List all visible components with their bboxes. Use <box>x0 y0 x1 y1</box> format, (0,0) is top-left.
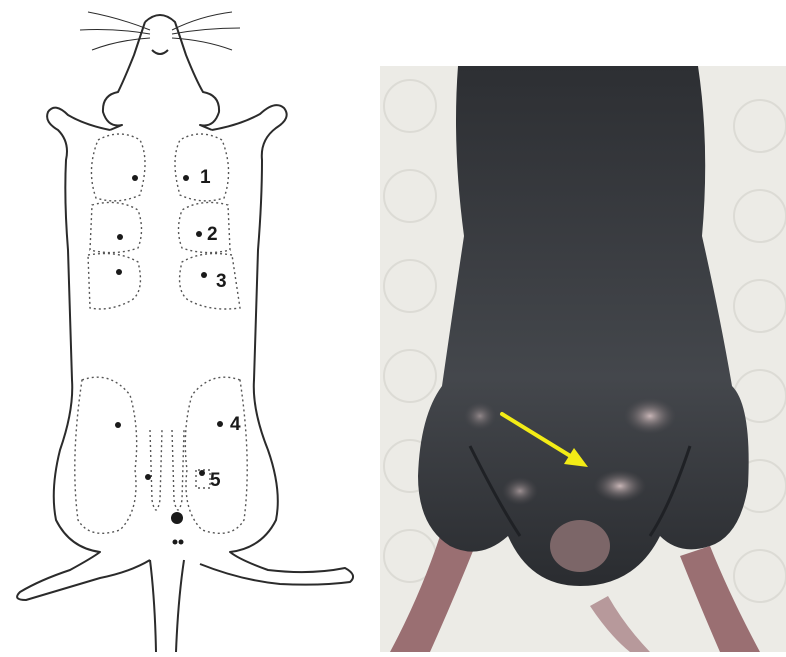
mouse-photo <box>380 66 786 652</box>
whiskers <box>80 12 240 50</box>
tumor-far-left <box>464 402 496 430</box>
genital-area <box>550 520 610 572</box>
gland-label-3: 3 <box>216 271 227 292</box>
tumor-upper <box>624 398 676 434</box>
gland-outlines <box>75 134 247 533</box>
tumor-main <box>594 470 646 502</box>
tail-outline <box>150 560 156 652</box>
gland-label-2: 2 <box>207 224 218 245</box>
mouse-mammary-diagram: 1 2 3 4 5 <box>0 0 372 652</box>
mouse-outline <box>17 15 353 652</box>
photo-svg <box>380 66 786 652</box>
gland-label-5: 5 <box>210 470 221 491</box>
diagram-svg: 1 2 3 4 5 <box>0 0 372 652</box>
gland-labels: 1 2 3 4 5 <box>200 167 241 491</box>
mouse-body <box>418 66 749 586</box>
gland-label-1: 1 <box>200 167 211 188</box>
gland-label-4: 4 <box>230 414 241 435</box>
tumor-left <box>502 477 538 505</box>
right-arm-outline <box>200 105 353 585</box>
anus-mark <box>171 512 183 524</box>
left-arm-outline <box>17 108 150 600</box>
